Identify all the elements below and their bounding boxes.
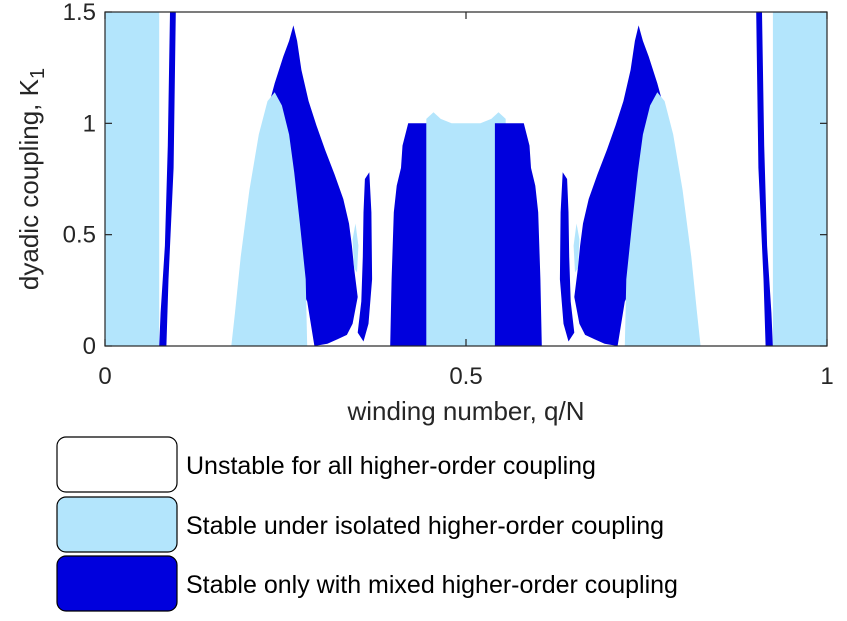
region-isolated-14 (772, 12, 827, 346)
legend-label-mixed: Stable only with mixed higher-order coup… (186, 571, 678, 599)
x-tick-label-1: 0.5 (449, 363, 482, 390)
y-axis-label-main: dyadic coupling, K (14, 78, 44, 290)
y-tick-label-1: 0.5 (63, 222, 96, 249)
legend-swatch-isolated (56, 496, 178, 553)
legend-swatch-unstable (56, 436, 178, 493)
region-mixed-9 (559, 172, 575, 342)
region-isolated-3 (231, 92, 308, 346)
region-mixed-8 (494, 123, 542, 346)
x-tick-label-0: 0 (98, 363, 111, 390)
x-tick-label-2: 1 (820, 363, 833, 390)
y-tick-label-3: 1.5 (63, 0, 96, 26)
region-isolated-0 (105, 12, 160, 346)
region-isolated-10 (573, 223, 580, 273)
region-isolated-7 (426, 112, 506, 346)
y-axis-ticks: 0 0.5 1 1.5 (63, 0, 827, 360)
y-tick-label-2: 1 (83, 110, 96, 137)
y-tick-label-0: 0 (83, 333, 96, 360)
region-layer (105, 12, 827, 346)
x-axis-label: winding number, q/N (346, 396, 584, 426)
region-mixed-6 (390, 123, 438, 346)
legend: Unstable for all higher-order couplingSt… (56, 436, 678, 612)
region-mixed-1 (159, 12, 176, 346)
region-isolated-12 (624, 92, 701, 346)
legend-swatch-mixed (56, 555, 178, 612)
region-mixed-13 (756, 12, 773, 346)
region-isolated-4 (352, 223, 359, 273)
y-axis-label-subscript: 1 (27, 68, 49, 79)
y-axis-label: dyadic coupling, K1 (14, 68, 49, 290)
legend-label-isolated: Stable under isolated higher-order coupl… (186, 512, 664, 540)
region-mixed-5 (357, 172, 373, 342)
legend-label-unstable: Unstable for all higher-order coupling (186, 452, 596, 480)
